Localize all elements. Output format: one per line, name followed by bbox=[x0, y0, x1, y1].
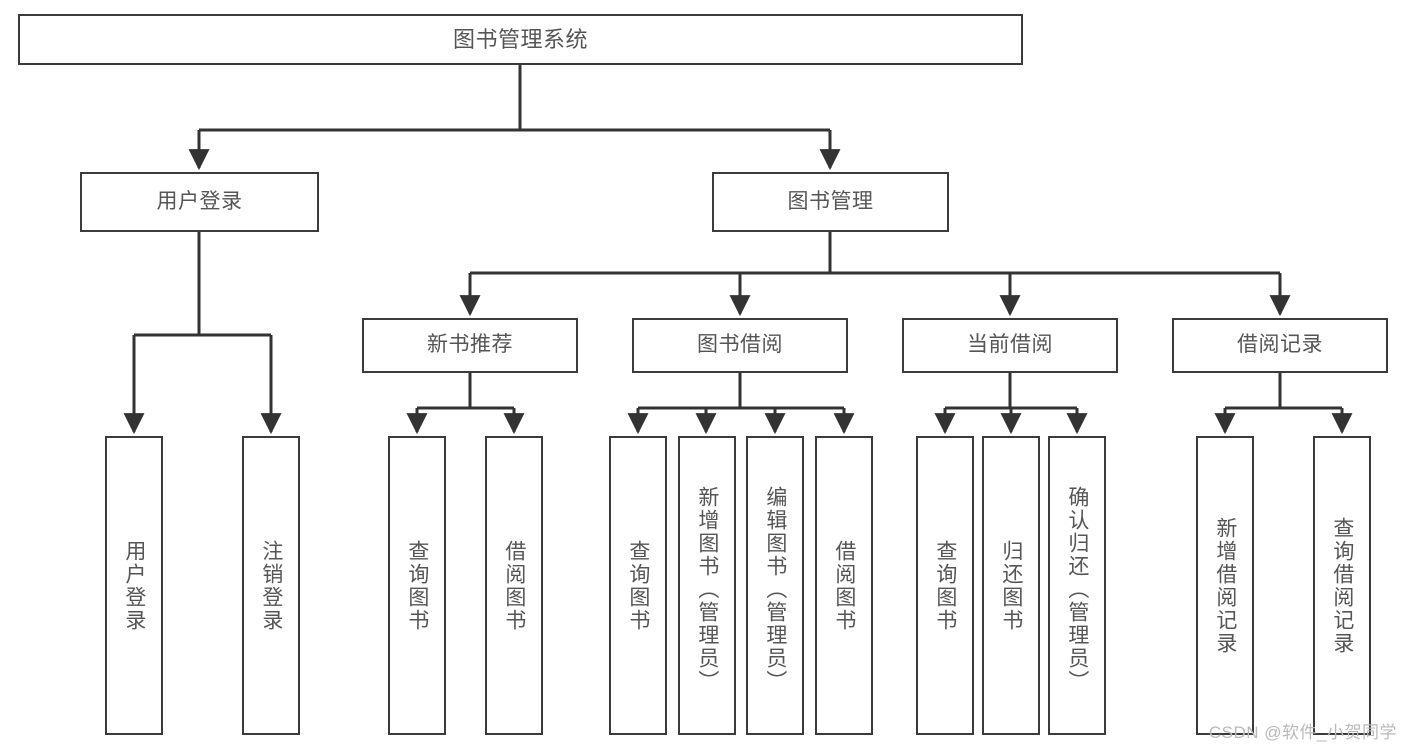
watermark-csdn: CSDN @软件_小贺同学 bbox=[1208, 723, 1397, 742]
node-label: 当前借阅 bbox=[967, 333, 1053, 357]
node-label: 借阅图书 bbox=[502, 539, 526, 632]
node-label: 用户登录 bbox=[156, 189, 243, 213]
node-borrowing-records[interactable]: 借阅记录 bbox=[1172, 318, 1388, 373]
node-label: 查询图书 bbox=[626, 539, 650, 632]
node-leaf-query-books-new-recommend[interactable]: 查询图书 bbox=[388, 436, 446, 735]
node-leaf-query-borrow-record[interactable]: 查询借阅记录 bbox=[1313, 436, 1371, 735]
node-label: 用户登录 bbox=[122, 539, 146, 632]
node-label: 确认归还（管理员） bbox=[1065, 486, 1089, 693]
node-leaf-add-book-admin[interactable]: 新增图书（管理员） bbox=[678, 436, 736, 735]
node-user-login[interactable]: 用户登录 bbox=[80, 172, 319, 232]
node-leaf-borrow-books-new-recommend[interactable]: 借阅图书 bbox=[485, 436, 543, 735]
node-leaf-logout-login[interactable]: 注销登录 bbox=[242, 436, 300, 735]
node-label: 编辑图书（管理员） bbox=[763, 486, 787, 693]
node-new-book-recommendation[interactable]: 新书推荐 bbox=[362, 318, 578, 373]
node-label: 新增借阅记录 bbox=[1213, 516, 1237, 655]
node-leaf-query-books-borrow[interactable]: 查询图书 bbox=[609, 436, 667, 735]
node-book-borrowing[interactable]: 图书借阅 bbox=[632, 318, 848, 373]
node-leaf-confirm-return-admin[interactable]: 确认归还（管理员） bbox=[1048, 436, 1106, 735]
node-label: 图书管理系统 bbox=[452, 26, 588, 52]
node-leaf-user-login[interactable]: 用户登录 bbox=[105, 436, 163, 735]
node-label: 注销登录 bbox=[259, 539, 283, 632]
node-leaf-return-books[interactable]: 归还图书 bbox=[982, 436, 1040, 735]
node-label: 借阅记录 bbox=[1237, 333, 1323, 357]
node-leaf-add-borrow-record[interactable]: 新增借阅记录 bbox=[1196, 436, 1254, 735]
node-label: 图书借阅 bbox=[697, 333, 783, 357]
node-current-borrowing[interactable]: 当前借阅 bbox=[902, 318, 1118, 373]
node-label: 借阅图书 bbox=[832, 539, 856, 632]
node-label: 查询借阅记录 bbox=[1330, 516, 1354, 655]
node-root-library-management-system[interactable]: 图书管理系统 bbox=[18, 14, 1023, 65]
node-book-management[interactable]: 图书管理 bbox=[712, 172, 949, 232]
node-leaf-query-books-current[interactable]: 查询图书 bbox=[916, 436, 974, 735]
node-leaf-edit-book-admin[interactable]: 编辑图书（管理员） bbox=[746, 436, 804, 735]
node-label: 新增图书（管理员） bbox=[695, 486, 719, 693]
node-label: 查询图书 bbox=[933, 539, 957, 632]
node-label: 查询图书 bbox=[405, 539, 429, 632]
node-label: 归还图书 bbox=[999, 539, 1023, 632]
node-label: 图书管理 bbox=[787, 189, 874, 213]
node-leaf-borrow-books[interactable]: 借阅图书 bbox=[815, 436, 873, 735]
node-label: 新书推荐 bbox=[427, 333, 513, 357]
